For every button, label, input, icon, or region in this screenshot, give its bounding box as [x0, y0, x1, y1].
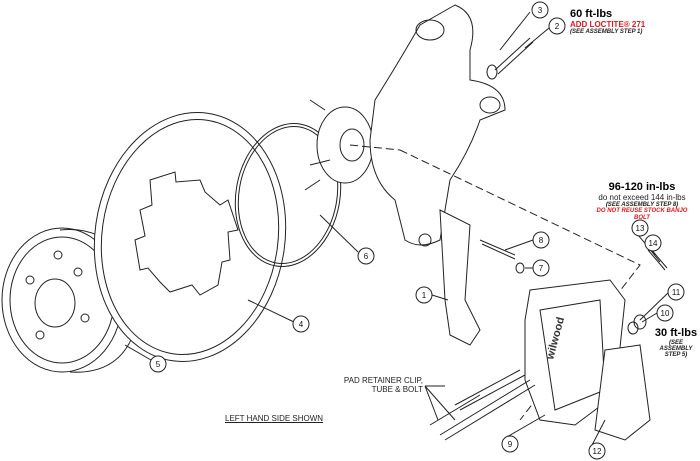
callout-5: 5	[149, 355, 167, 373]
pad-retainer-label: PAD RETAINER CLIP, TUBE & BOLT	[343, 376, 423, 394]
callout-12: 12	[588, 442, 606, 460]
svg-text:7: 7	[539, 264, 544, 273]
callout-9: 9	[501, 435, 519, 453]
rotor-ring	[234, 123, 342, 267]
step-reference: (SEE ASSEMBLY STEP 8)	[605, 201, 679, 208]
callout-13: 13	[631, 219, 649, 237]
mounting-bolt	[494, 37, 534, 75]
callout-4: 4	[292, 315, 310, 333]
fitting-torque-note: 30 ft-lbs (SEE ASSEMBLY STEP 5)	[653, 327, 699, 359]
svg-text:8: 8	[539, 236, 544, 245]
step-reference: (SEE ASSEMBLY STEP 5)	[659, 339, 693, 359]
callout-8: 8	[532, 231, 550, 249]
callout-3: 3	[531, 1, 549, 19]
pad-retainer-parts	[429, 369, 536, 441]
callout-6: 6	[357, 247, 375, 265]
knuckle-hub	[304, 4, 506, 247]
banjo-torque-note: 96-120 in-lbs do not exceed 144 in-lbs (…	[588, 181, 696, 221]
svg-text:2: 2	[555, 22, 560, 31]
loctite-warning: ADD LOCTITE® 271	[570, 19, 646, 29]
bolt-torque: 60 ft-lbs	[570, 8, 613, 20]
svg-text:1: 1	[422, 291, 427, 300]
callout-1: 1	[415, 286, 433, 304]
svg-text:5: 5	[156, 360, 161, 369]
bolt-torque-note: 60 ft-lbs ADD LOCTITE® 271 (SEE ASSEMBLY…	[570, 8, 646, 35]
side-shown-label: LEFT HAND SIDE SHOWN	[225, 414, 324, 423]
svg-text:6: 6	[364, 252, 369, 261]
brake-rotor	[93, 112, 287, 362]
callout-10: 10	[656, 304, 674, 322]
callout-7: 7	[532, 259, 550, 277]
banjo-warning: DO NOT REUSE STOCK BANJO BOLT	[596, 208, 688, 221]
svg-text:11: 11	[672, 288, 681, 297]
caliper-bracket	[439, 209, 481, 346]
fitting-torque: 30 ft-lbs	[654, 327, 698, 339]
svg-text:10: 10	[661, 309, 670, 318]
svg-text:14: 14	[649, 239, 658, 248]
svg-text:9: 9	[508, 440, 513, 449]
callout-14: 14	[644, 234, 662, 252]
svg-text:3: 3	[538, 6, 543, 15]
banjo-limit: do not exceed 144 in-lbs	[598, 192, 686, 202]
callout-2: 2	[548, 17, 566, 35]
svg-text:4: 4	[299, 320, 304, 329]
callout-11: 11	[667, 283, 685, 301]
brake-pad	[594, 344, 651, 441]
svg-text:13: 13	[636, 224, 645, 233]
banjo-torque: 96-120 in-lbs	[608, 181, 676, 193]
step-reference: (SEE ASSEMBLY STEP 1)	[570, 28, 643, 35]
svg-text:12: 12	[593, 447, 602, 456]
